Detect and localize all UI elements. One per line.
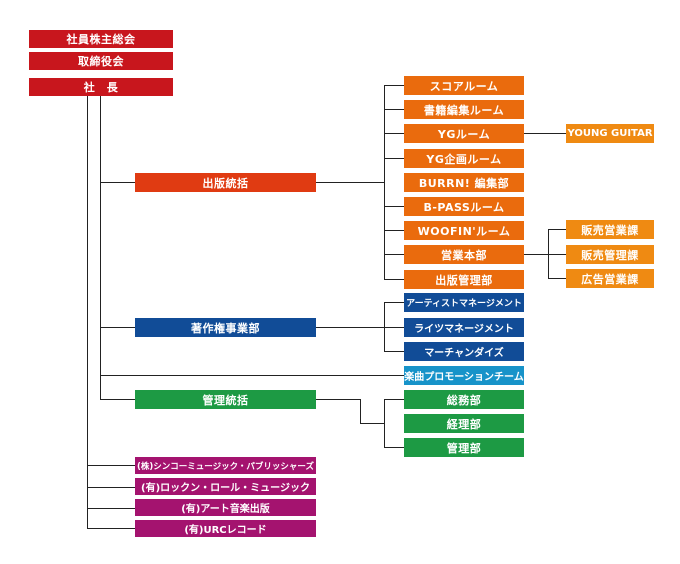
connector-line [384,447,404,448]
box-publishing-unit: スコアルーム [404,76,524,95]
box-young-guitar: YOUNG GUITAR [566,124,654,143]
connector-line [384,254,404,255]
box-shareholders-meeting: 社員株主総会 [29,30,173,48]
connector-line [100,399,135,400]
connector-line [524,254,548,255]
box-copyright-unit: ライツマネージメント [404,318,524,337]
box-publishing-unit: 営業本部 [404,245,524,264]
box-publishing-unit: B-PASSルーム [404,197,524,216]
connector-line [384,279,404,280]
box-admin-head: 管理統括 [135,390,316,409]
connector-line [548,254,566,255]
box-publishing-unit: YG企画ルーム [404,149,524,168]
connector-line [524,133,566,134]
connector-line [87,508,135,509]
connector-line [384,206,404,207]
box-publishing-unit: 出版管理部 [404,270,524,289]
connector-line [316,182,384,183]
box-promotion-team: 楽曲プロモーションチーム [404,366,524,385]
box-affiliate: (有)ロックン・ロール・ミュージック [135,478,316,495]
box-copyright-unit: アーティストマネージメント [404,293,524,312]
connector-line [384,399,404,400]
connector-line [384,133,404,134]
connector-line [100,327,135,328]
connector-line [384,85,385,279]
connector-line [384,302,404,303]
connector-line [384,327,404,328]
box-affiliate: (株)シンコーミュージック・パブリッシャーズ [135,457,316,474]
connector-line [384,85,404,86]
box-publishing-head: 出版統括 [135,173,316,192]
box-affiliate: (有)アート音楽出版 [135,499,316,516]
connector-line [316,399,360,400]
connector-line [384,230,404,231]
connector-line [384,302,385,351]
connector-line [316,327,384,328]
box-sales-section: 販売営業課 [566,220,654,239]
connector-line [100,96,101,399]
connector-line [87,96,88,528]
box-publishing-unit: BURRN! 編集部 [404,173,524,192]
connector-line [100,375,404,376]
connector-line [548,278,566,279]
connector-line [87,465,135,466]
box-admin-unit: 経理部 [404,414,524,433]
box-admin-unit: 総務部 [404,390,524,409]
box-sales-section: 販売管理課 [566,245,654,264]
box-copyright-unit: マーチャンダイズ [404,342,524,361]
connector-line [87,528,135,529]
box-sales-section: 広告営業課 [566,269,654,288]
connector-line [87,487,135,488]
connector-line [384,351,404,352]
box-publishing-unit: 書籍編集ルーム [404,100,524,119]
box-publishing-unit: YGルーム [404,124,524,143]
connector-line [384,109,404,110]
box-publishing-unit: WOOFIN'ルーム [404,221,524,240]
connector-line [100,182,135,183]
connector-line [384,158,404,159]
box-admin-unit: 管理部 [404,438,524,457]
box-president: 社 長 [29,78,173,96]
connector-line [548,229,566,230]
connector-line [360,423,384,424]
box-affiliate: (有)URCレコード [135,520,316,537]
box-board-of-directors: 取締役会 [29,52,173,70]
connector-line [548,229,549,278]
box-copyright-head: 著作権事業部 [135,318,316,337]
connector-line [360,399,361,423]
connector-line [384,399,385,447]
